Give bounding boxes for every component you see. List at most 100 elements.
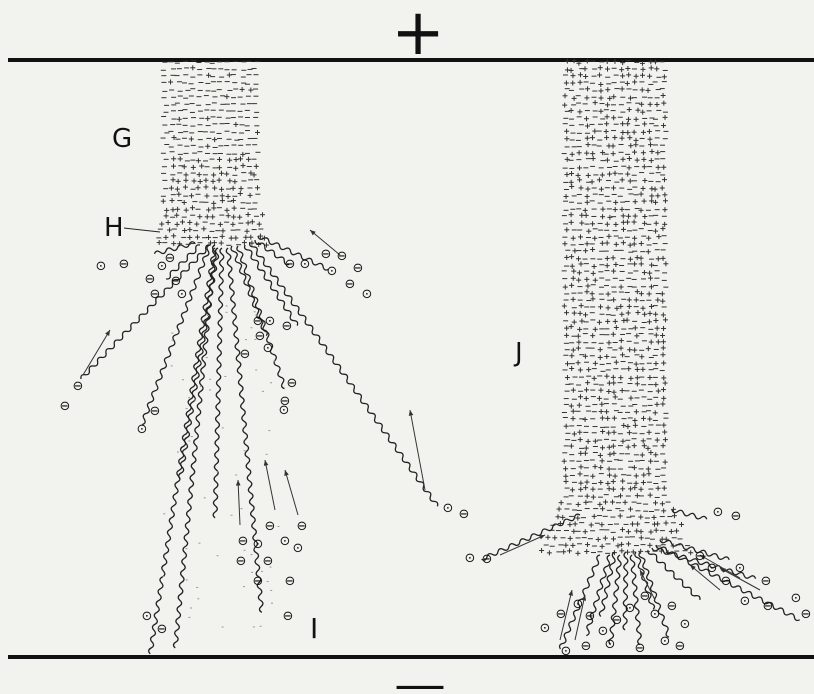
positive-charge-mark [576,173,581,178]
positive-charge-mark [592,129,597,134]
positive-charge-mark [577,327,582,332]
positive-charge-mark [573,521,578,526]
positive-charge-mark [642,164,647,169]
positive-charge-mark [642,214,647,219]
positive-charge-mark [182,164,187,169]
positive-charge-mark [634,117,639,122]
positive-charge-mark [585,194,590,199]
positive-charge-mark [607,445,612,450]
positive-charge-mark [229,236,234,241]
negative-ion: ⊖ [265,519,276,534]
positive-charge-mark [171,241,176,246]
positive-charge-mark [655,438,660,443]
positive-charge-mark [569,212,574,217]
positive-charge-mark [661,339,666,344]
positive-charge-mark [598,82,603,87]
positive-charge-mark [189,136,194,141]
positive-charge-mark [563,543,568,548]
positive-charge-mark [205,144,210,149]
positive-charge-mark [217,165,222,170]
label-i: I [310,612,318,645]
positive-charge-mark [201,226,206,231]
positive-charge-mark [598,465,603,470]
positive-charge-mark [586,173,591,178]
positive-charge-mark [226,194,231,199]
positive-charge-mark [220,228,225,233]
positive-charge-mark [639,102,644,107]
positive-charge-mark [189,193,194,198]
positive-charge-mark [569,68,574,73]
positive-charge-mark [224,94,229,99]
positive-charge-mark [611,375,616,380]
negative-ion: ⊖ [612,613,623,628]
positive-charge-mark [583,451,588,456]
positive-charge-mark [164,208,169,213]
positive-charge-mark [248,88,253,93]
positive-charge-mark [606,292,611,297]
positive-charge-mark [634,481,639,486]
positive-charge-mark [219,171,224,176]
positive-charge-mark [619,136,624,141]
positive-charge-mark [619,338,624,343]
negative-ion: ⊖ [285,257,296,272]
positive-charge-mark [206,235,211,240]
negative-ion: ⊖ [282,319,293,334]
positive-ion: ⊙ [660,634,671,649]
positive-charge-mark [583,74,588,79]
positive-charge-mark [632,443,637,448]
positive-charge-mark [641,416,646,421]
positive-charge-mark [613,474,618,479]
positive-charge-mark [604,409,609,414]
positive-charge-mark [248,235,253,240]
positive-charge-mark [662,74,667,79]
positive-charge-mark [647,375,652,380]
positive-charge-mark [569,184,574,189]
negative-ion: ⊖ [240,347,251,362]
positive-charge-mark [600,429,605,434]
negative-ion: ⊖ [285,574,296,589]
positive-charge-mark [625,66,630,71]
positive-charge-mark [648,493,653,498]
positive-charge-mark [611,536,616,541]
positive-charge-mark [598,304,603,309]
positive-charge-mark [220,234,225,239]
positive-charge-mark [175,187,180,192]
positive-charge-mark [648,529,653,534]
positive-charge-mark [605,481,610,486]
wave-path [179,248,219,479]
positive-charge-mark [612,135,617,140]
positive-charge-mark [620,439,625,444]
positive-charge-mark [630,522,635,527]
negative-ion: ⊖ [721,574,732,589]
positive-charge-mark [611,255,616,260]
positive-charge-mark [583,417,588,422]
positive-ion: ⊙ [735,561,746,576]
positive-charge-mark [578,80,583,85]
positive-charge-mark [571,269,576,274]
positive-charge-mark [230,222,235,227]
positive-charge-mark [241,163,246,168]
positive-charge-mark [604,135,609,140]
positive-charge-mark [593,439,598,444]
positive-charge-mark [224,171,229,176]
positive-charge-mark [625,130,630,135]
positive-charge-mark [584,289,589,294]
positive-charge-mark [632,130,637,135]
positive-charge-mark [175,222,180,227]
positive-charge-mark [625,220,630,225]
positive-charge-mark [597,502,602,507]
positive-charge-mark [628,507,633,512]
positive-charge-mark [585,494,590,499]
positive-charge-mark [585,136,590,141]
positive-charge-mark [641,130,646,135]
positive-charge-mark [586,142,591,147]
positive-charge-mark [175,207,180,212]
positive-charge-mark [649,149,654,154]
positive-charge-mark [662,177,667,182]
positive-charge-mark [653,229,658,234]
positive-charge-mark [563,474,568,479]
positive-charge-mark [578,185,583,190]
positive-charge-mark [231,214,236,219]
positive-charge-mark [539,548,544,553]
positive-charge-mark [231,186,236,191]
